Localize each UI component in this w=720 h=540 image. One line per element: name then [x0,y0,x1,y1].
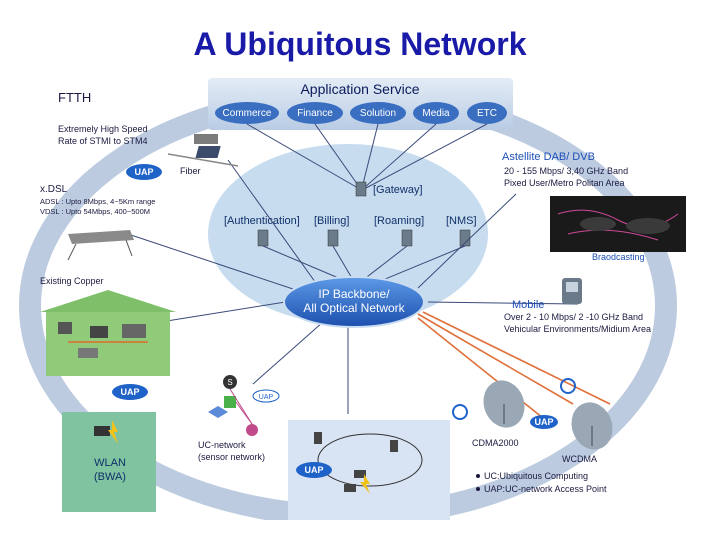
legend-item1: UC:Ubiquitous Computing [484,471,588,481]
world-map-image [550,196,686,252]
ip-backbone: IP Backbone/ All Optical Network [283,276,425,328]
xdsl-line1: ADSL : Upto 8Mbps, 4~5Km range [40,197,155,206]
node-roaming-label: [Roaming] [374,215,424,227]
service-media[interactable]: Media [413,102,459,124]
service-etc-label: ETC [477,108,497,119]
uap-badge-sensor: UAP [252,389,280,403]
satellite-bullet1: 20 - 155 Mbps/ 3,40 GHz Band [504,166,628,176]
mobile-bullet1: Over 2 - 10 Mbps/ 2 -10 GHz Band [504,312,643,322]
satellite-title: Astellite DAB/ DVB [502,151,595,163]
server-icon [257,229,269,247]
copper-equipment [67,230,134,261]
existing-copper-label: Existing Copper [40,276,104,286]
xdsl-line2: VDSL : Upto 54Mbps, 400~500M [40,207,150,216]
service-finance[interactable]: Finance [287,102,343,124]
svg-text:S: S [227,378,232,387]
uap-label: UAP [134,167,153,177]
diagram-canvas: Application Service Commerce Finance Sol… [19,78,686,527]
satellite-bullet2: Pixed User/Metro Politan Area [504,178,625,188]
backbone-line2: All Optical Network [303,301,405,315]
fiber-equipment [167,134,239,167]
node-authentication-label: [Authentication] [224,215,300,227]
legend-bullet [476,474,480,478]
fiber-label: Fiber [180,166,201,176]
wlan-line2: (BWA) [94,471,126,483]
broadcasting-label: Braodcasting [592,252,645,262]
application-service-label: Application Service [300,81,419,97]
wcdma-antenna [571,402,613,450]
home-network [40,290,176,376]
access-links [127,159,579,414]
uap-label: UAP [259,394,274,401]
xdsl-title: x.DSL [40,184,68,195]
ftth-title: FTTH [58,90,91,105]
uap-badge-ftth: UAP [126,164,162,180]
mobile-device-icon [562,278,582,304]
service-commerce[interactable]: Commerce [215,102,279,124]
uap-badge-uc: UAP [296,462,332,478]
legend-bullet [476,487,480,491]
legend-item2: UAP:UC-network Access Point [484,484,607,494]
ftth-line1: Extremely High Speed [58,124,148,134]
network-diagram: Application Service Commerce Finance Sol… [18,74,702,527]
gateway-icon [355,181,367,197]
page-title: A Ubiquitous Network [193,26,527,62]
service-commerce-label: Commerce [223,108,272,119]
uap-badge-mobile: UAP [530,415,558,429]
uap-label: UAP [304,465,323,475]
gateway-label: [Gateway] [373,184,423,196]
ftth-line2: Rate of STMI to STM4 [58,136,148,146]
server-icon [327,229,339,247]
node-billing-label: [Billing] [314,215,349,227]
server-icon [401,229,413,247]
wlan-line1: WLAN [94,457,126,469]
cdma-label: CDMA2000 [472,438,519,448]
refresh-icon [452,404,468,420]
service-solution-label: Solution [360,108,396,119]
node-roaming: [Roaming] [374,215,424,247]
uc-network-line2: (sensor network) [198,452,265,462]
service-finance-label: Finance [297,108,333,119]
service-solution[interactable]: Solution [350,102,406,124]
backbone-line1: IP Backbone/ [318,287,390,301]
cdma-antenna [483,380,525,428]
core-network-area [208,144,488,324]
refresh-icon [560,378,576,394]
mobile-bullet2: Vehicular Environments/Midium Area [504,324,651,334]
sensor-network: S [208,375,258,436]
uap-label: UAP [534,417,553,427]
wcdma-label: WCDMA [562,454,597,464]
wlan-area: WLAN (BWA) [62,412,156,512]
uap-label: UAP [120,387,139,397]
service-links [246,123,488,189]
node-nms-label: [NMS] [446,215,477,227]
uc-network-line1: UC-network [198,440,246,450]
service-etc[interactable]: ETC [467,102,507,124]
uap-badge-home: UAP [112,384,148,400]
optical-links [417,311,611,427]
service-media-label: Media [422,108,450,119]
mobile-title: Mobile [512,299,544,311]
